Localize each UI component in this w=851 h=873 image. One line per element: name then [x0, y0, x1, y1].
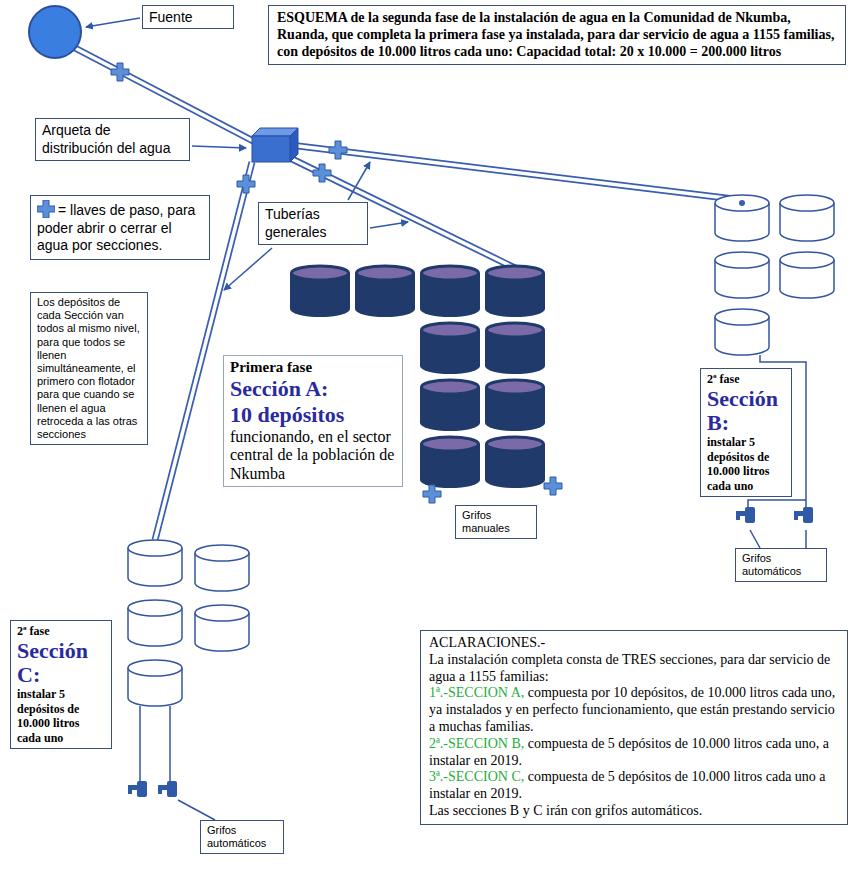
label-box: Tuberías generales: [258, 202, 368, 245]
node-text: 3ª.-SECCION C,: [429, 769, 524, 784]
legend-box: = llaves de paso, para poder abrir o cer…: [30, 195, 210, 260]
float-valve: [739, 200, 745, 206]
text-row: Primera fase: [230, 359, 396, 376]
text-row: Grifos manuales: [462, 509, 530, 535]
section-box: Primera faseSección A:10 depósitosfuncio…: [223, 355, 403, 487]
node-text: funcionando, en el sector central de la …: [230, 428, 396, 483]
node-text: 2ª.-SECCION B,: [429, 736, 524, 751]
section-box: 2ª faseSección C:instalar 5 depósitos de…: [10, 620, 112, 749]
node-text: Grifos automáticos: [742, 552, 820, 578]
node-text: 2ª fase: [707, 372, 785, 387]
source-circle: [29, 6, 81, 58]
legend-row: = llaves de paso, para poder abrir o cer…: [37, 200, 203, 255]
text-row: 3ª.-SECCION C,compuesta de 5 depósitos d…: [429, 769, 839, 803]
node-text: Las secciones B y C irán con grifos auto…: [429, 803, 839, 820]
text-row: La instalación completa consta de TRES s…: [429, 652, 839, 686]
text-row: Tuberías generales: [265, 206, 361, 241]
node-text: Sección C:: [17, 639, 105, 687]
text-row: Sección A:: [230, 376, 396, 402]
text-row: 2ª fase: [17, 624, 105, 639]
node-text: Tuberías generales: [265, 206, 361, 241]
node-text: ACLARACIONES.-: [429, 635, 839, 652]
text-row: Sección B:: [707, 387, 785, 435]
node-text: Los depósitos de cada Sección van todos …: [37, 296, 141, 441]
node-text: Grifos automáticos: [207, 824, 277, 850]
node-text: Grifos manuales: [462, 509, 530, 535]
node-text: Primera fase: [230, 359, 396, 376]
section-box: 2ª faseSección B:instalar 5 depósitos de…: [700, 368, 792, 497]
title-text: ESQUEMA de la segunda fase de la instala…: [277, 10, 837, 60]
legend-text: = llaves de paso, para poder abrir o cer…: [37, 202, 195, 253]
tanks-section-b: [715, 195, 834, 355]
text-row: Fuente: [149, 9, 227, 25]
label-box: Grifos automáticos: [200, 820, 284, 854]
label-box: Grifos manuales: [455, 505, 537, 539]
note-box: Los depósitos de cada Sección van todos …: [30, 292, 148, 445]
node-text: 1ª.-SECCION A,: [429, 685, 524, 700]
node-text: Sección B:: [707, 387, 785, 435]
node-text: instalar 5 depósitos de 10.000 litros ca…: [17, 687, 105, 745]
node-text: Fuente: [149, 9, 227, 25]
node-text: 2ª fase: [17, 624, 105, 639]
text-row: funcionando, en el sector central de la …: [230, 428, 396, 483]
text-row: 1ª.-SECCION A,compuesta por 10 depósitos…: [429, 685, 839, 735]
valve-symbol: [37, 200, 55, 218]
text-row: Arqueta de distribución del agua: [42, 122, 183, 157]
node-text: Arqueta de distribución del agua: [42, 122, 183, 157]
label-box: Arqueta de distribución del agua: [35, 118, 190, 161]
node-text: 10 depósitos: [230, 402, 396, 428]
text-row: Sección C:: [17, 639, 105, 687]
label-box: Fuente: [142, 5, 234, 29]
text-row: ACLARACIONES.-: [429, 635, 839, 652]
text-row: 2ª.-SECCION B,compuesta de 5 depósitos d…: [429, 736, 839, 770]
text-row: Grifos automáticos: [207, 824, 277, 850]
tanks-section-c: [128, 540, 249, 706]
title-box: ESQUEMA de la segunda fase de la instala…: [268, 5, 846, 65]
node-text: instalar 5 depósitos de 10.000 litros ca…: [707, 435, 785, 493]
notes-box: ACLARACIONES.-La instalación completa co…: [420, 630, 848, 825]
text-row: 10 depósitos: [230, 402, 396, 428]
distribution-box: [252, 128, 298, 162]
text-row: instalar 5 depósitos de 10.000 litros ca…: [17, 687, 105, 745]
text-row: Las secciones B y C irán con grifos auto…: [429, 803, 839, 820]
label-box: Grifos automáticos: [735, 548, 827, 582]
text-row: Grifos automáticos: [742, 552, 820, 578]
node-text: La instalación completa consta de TRES s…: [429, 652, 839, 686]
text-row: Los depósitos de cada Sección van todos …: [37, 296, 141, 441]
text-row: instalar 5 depósitos de 10.000 litros ca…: [707, 435, 785, 493]
text-row: 2ª fase: [707, 372, 785, 387]
node-text: Sección A:: [230, 376, 396, 402]
